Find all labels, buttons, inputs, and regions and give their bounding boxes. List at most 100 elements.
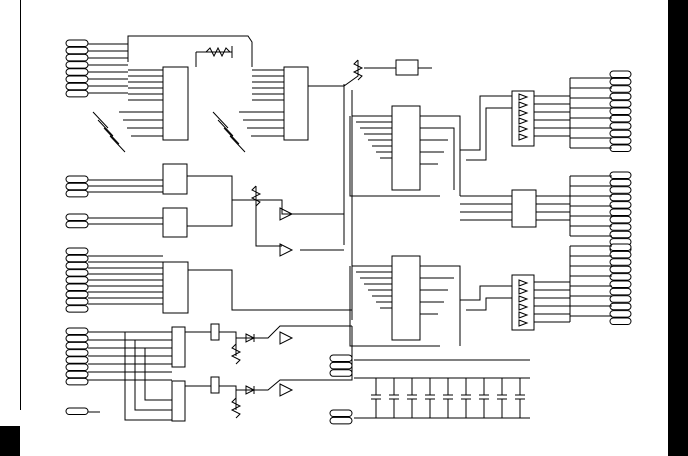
resistor-top: [205, 46, 231, 58]
capacitor: [461, 378, 471, 418]
sheet-corner-block: [0, 426, 20, 456]
connector-pin: [65, 53, 89, 62]
connector-pin: [609, 302, 632, 311]
buffer-triangle: [518, 109, 529, 117]
connector-bank-bottom-1: [329, 354, 353, 377]
ic-header-2: [171, 380, 186, 422]
capacitor: [479, 378, 489, 418]
buffer-triangle: [518, 287, 529, 295]
buffer-array-1: [518, 93, 529, 141]
connector-pin: [65, 327, 89, 335]
resistor-gate: [250, 185, 262, 207]
connector-pin: [65, 254, 89, 263]
capacitor: [407, 378, 417, 418]
ic-latch-2: [283, 66, 309, 141]
connector-pin: [609, 171, 632, 179]
resistor-bottom-1: [230, 343, 242, 365]
connector-pin: [609, 201, 632, 209]
buffer-triangle: [518, 295, 529, 303]
buffer-gate-1: [279, 207, 294, 221]
connector-pin: [65, 213, 89, 221]
connector-pin: [65, 334, 89, 343]
connector-pin: [609, 223, 632, 231]
connector-pin: [609, 178, 632, 187]
buffer-triangle: [518, 133, 529, 141]
connector-pin: [65, 276, 89, 284]
connector-bank-left-3: [65, 213, 89, 229]
connector-pin: [609, 310, 632, 318]
connector-pin: [609, 265, 632, 274]
connector-pin: [65, 283, 89, 291]
connector-bank-right-3: [609, 243, 632, 325]
ic-header-1: [171, 326, 186, 368]
buffer-triangle: [518, 125, 529, 133]
connector-pin: [65, 305, 89, 313]
connector-pin: [65, 341, 89, 350]
connector-pin: [65, 82, 89, 91]
connector-pin: [65, 269, 89, 277]
connector-pin: [329, 416, 353, 425]
buffer-triangle: [518, 117, 529, 125]
connector-pin: [329, 409, 353, 417]
ic-counter: [162, 261, 189, 314]
connector-pin: [609, 129, 632, 138]
connector-pin: [65, 247, 89, 255]
buffer-bottom-1: [279, 331, 294, 345]
capacitor: [515, 378, 525, 418]
controller-frame-1: [349, 116, 440, 197]
ic-regulator: [395, 59, 419, 76]
connector-pin: [329, 369, 353, 377]
buffer-array-2: [518, 279, 529, 327]
connector-pin: [609, 208, 632, 216]
resistor-bottom-2: [230, 397, 242, 419]
buffer-bottom-2: [279, 383, 294, 397]
connector-pin: [609, 186, 632, 194]
connector-pin: [65, 290, 89, 299]
decoupling-capacitors: [371, 378, 525, 418]
connector-pin: [609, 230, 632, 239]
connector-pin: [609, 92, 632, 101]
ic-controller-2: [391, 255, 421, 341]
buffer-gate-2: [279, 243, 294, 257]
connector-bank-right-2: [609, 171, 632, 253]
connector-bank-left-2: [65, 175, 89, 198]
connector-pin: [609, 144, 632, 152]
sheet-border-left: [20, 0, 21, 410]
buffer-triangle: [518, 319, 529, 327]
diode-1: [245, 333, 256, 343]
ic-controller-1: [391, 105, 421, 191]
connector-pin: [65, 377, 89, 386]
connector-pin: [65, 175, 89, 183]
connector-pin: [329, 354, 353, 362]
capacitor: [497, 378, 507, 418]
connector-pin: [609, 243, 632, 251]
connector-pin: [65, 39, 89, 47]
capacitor: [389, 378, 399, 418]
connector-pin: [609, 287, 632, 296]
connector-pin: [65, 75, 89, 83]
connector-pin: [65, 356, 89, 364]
connector-pin: [65, 349, 89, 357]
connector-bank-right-1: [609, 70, 632, 152]
connector-pin: [609, 215, 632, 224]
ic-line-driver-1: [511, 90, 535, 147]
ic-latch-1: [162, 66, 189, 141]
buffer-triangle: [518, 303, 529, 311]
connector-pin: [609, 114, 632, 123]
connector-pin: [609, 70, 632, 78]
connector-pin: [609, 193, 632, 202]
connector-pin: [65, 297, 89, 306]
connector-pin: [609, 250, 632, 259]
diode-2: [245, 385, 256, 395]
capacitor: [371, 378, 381, 418]
buffer-triangle: [518, 101, 529, 109]
connector-pin: [65, 89, 89, 98]
connector-pin: [65, 182, 89, 191]
connector-pin: [65, 261, 89, 270]
resistor-regulator: [352, 59, 364, 81]
ic-gate-2: [162, 207, 188, 238]
connector-bank-left-6: [65, 407, 89, 415]
jumper-1: [210, 323, 220, 341]
buffer-triangle: [518, 279, 529, 287]
